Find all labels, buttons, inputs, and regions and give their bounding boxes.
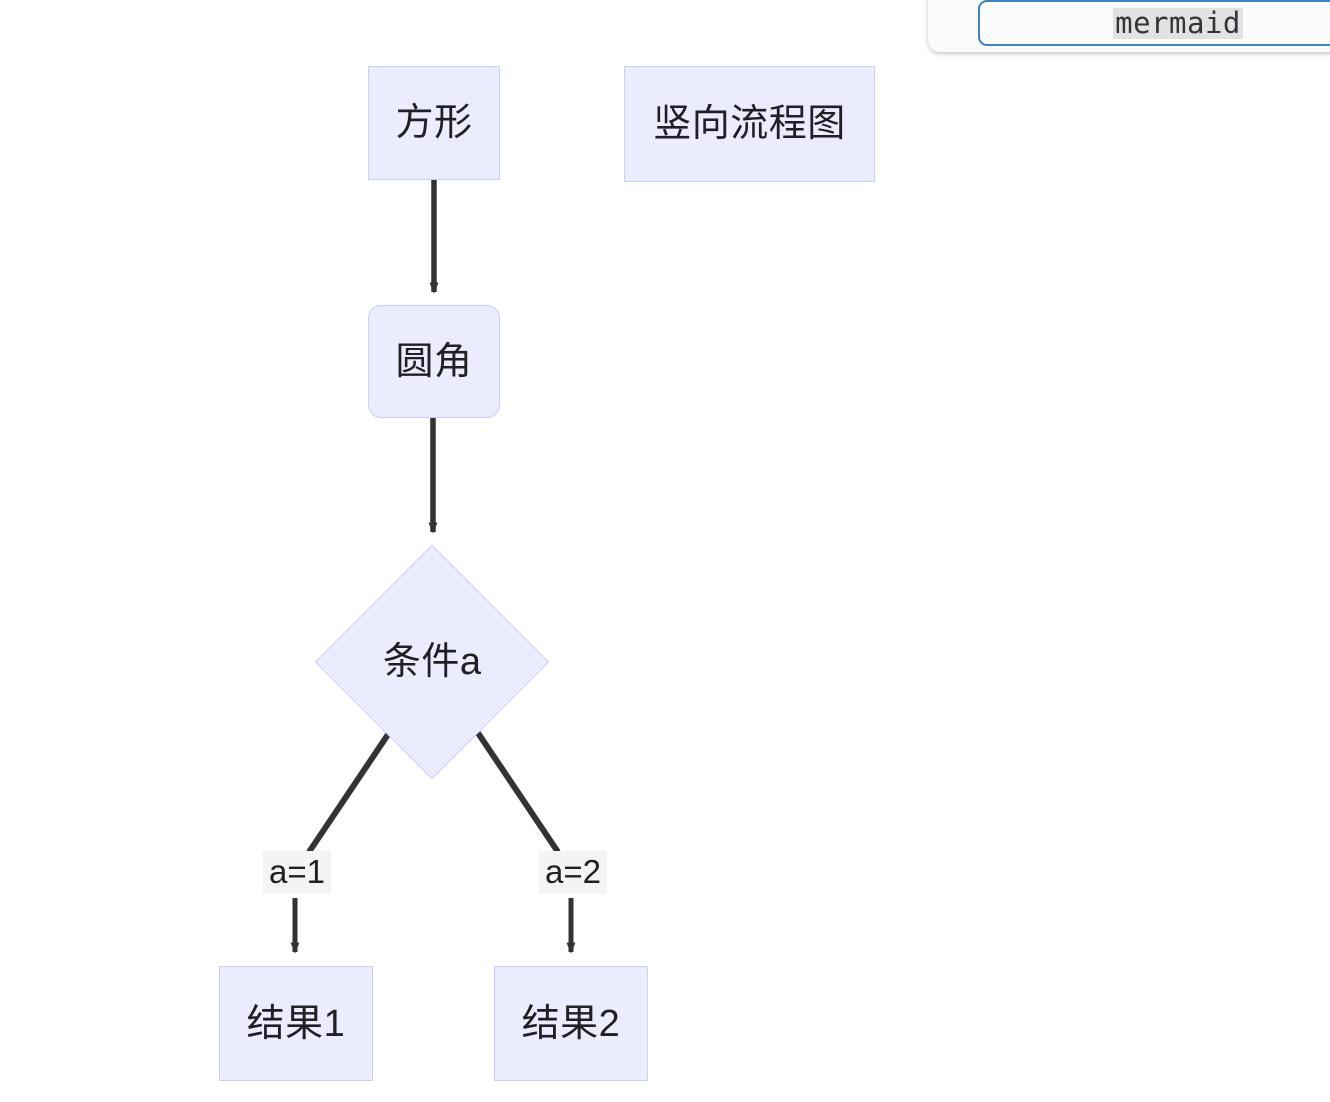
node-rounded[interactable]: 圆角 [368, 305, 500, 418]
node-square[interactable]: 方形 [368, 66, 500, 180]
node-condition-label: 条件a [382, 640, 482, 683]
node-result-1[interactable]: 结果1 [219, 966, 373, 1081]
node-vertical-flowchart-label: 竖向流程图 [653, 103, 846, 145]
node-rounded-label: 圆角 [395, 340, 473, 383]
mermaid-badge-label: mermaid [1113, 5, 1243, 40]
edge-label-a1: a=1 [263, 851, 331, 894]
node-result-1-label: 结果1 [246, 1002, 346, 1045]
edge-condition-to-result1-diagonal [306, 731, 392, 854]
node-result-2-label: 结果2 [521, 1002, 621, 1045]
node-vertical-flowchart[interactable]: 竖向流程图 [624, 66, 875, 182]
node-square-label: 方形 [395, 102, 473, 144]
edge-condition-to-result2-diagonal [475, 731, 561, 854]
mermaid-badge-field[interactable]: mermaid [978, 0, 1330, 46]
node-result-2[interactable]: 结果2 [494, 966, 648, 1081]
edge-label-a2: a=2 [539, 851, 607, 894]
mermaid-badge-card: mermaid [928, 0, 1330, 52]
